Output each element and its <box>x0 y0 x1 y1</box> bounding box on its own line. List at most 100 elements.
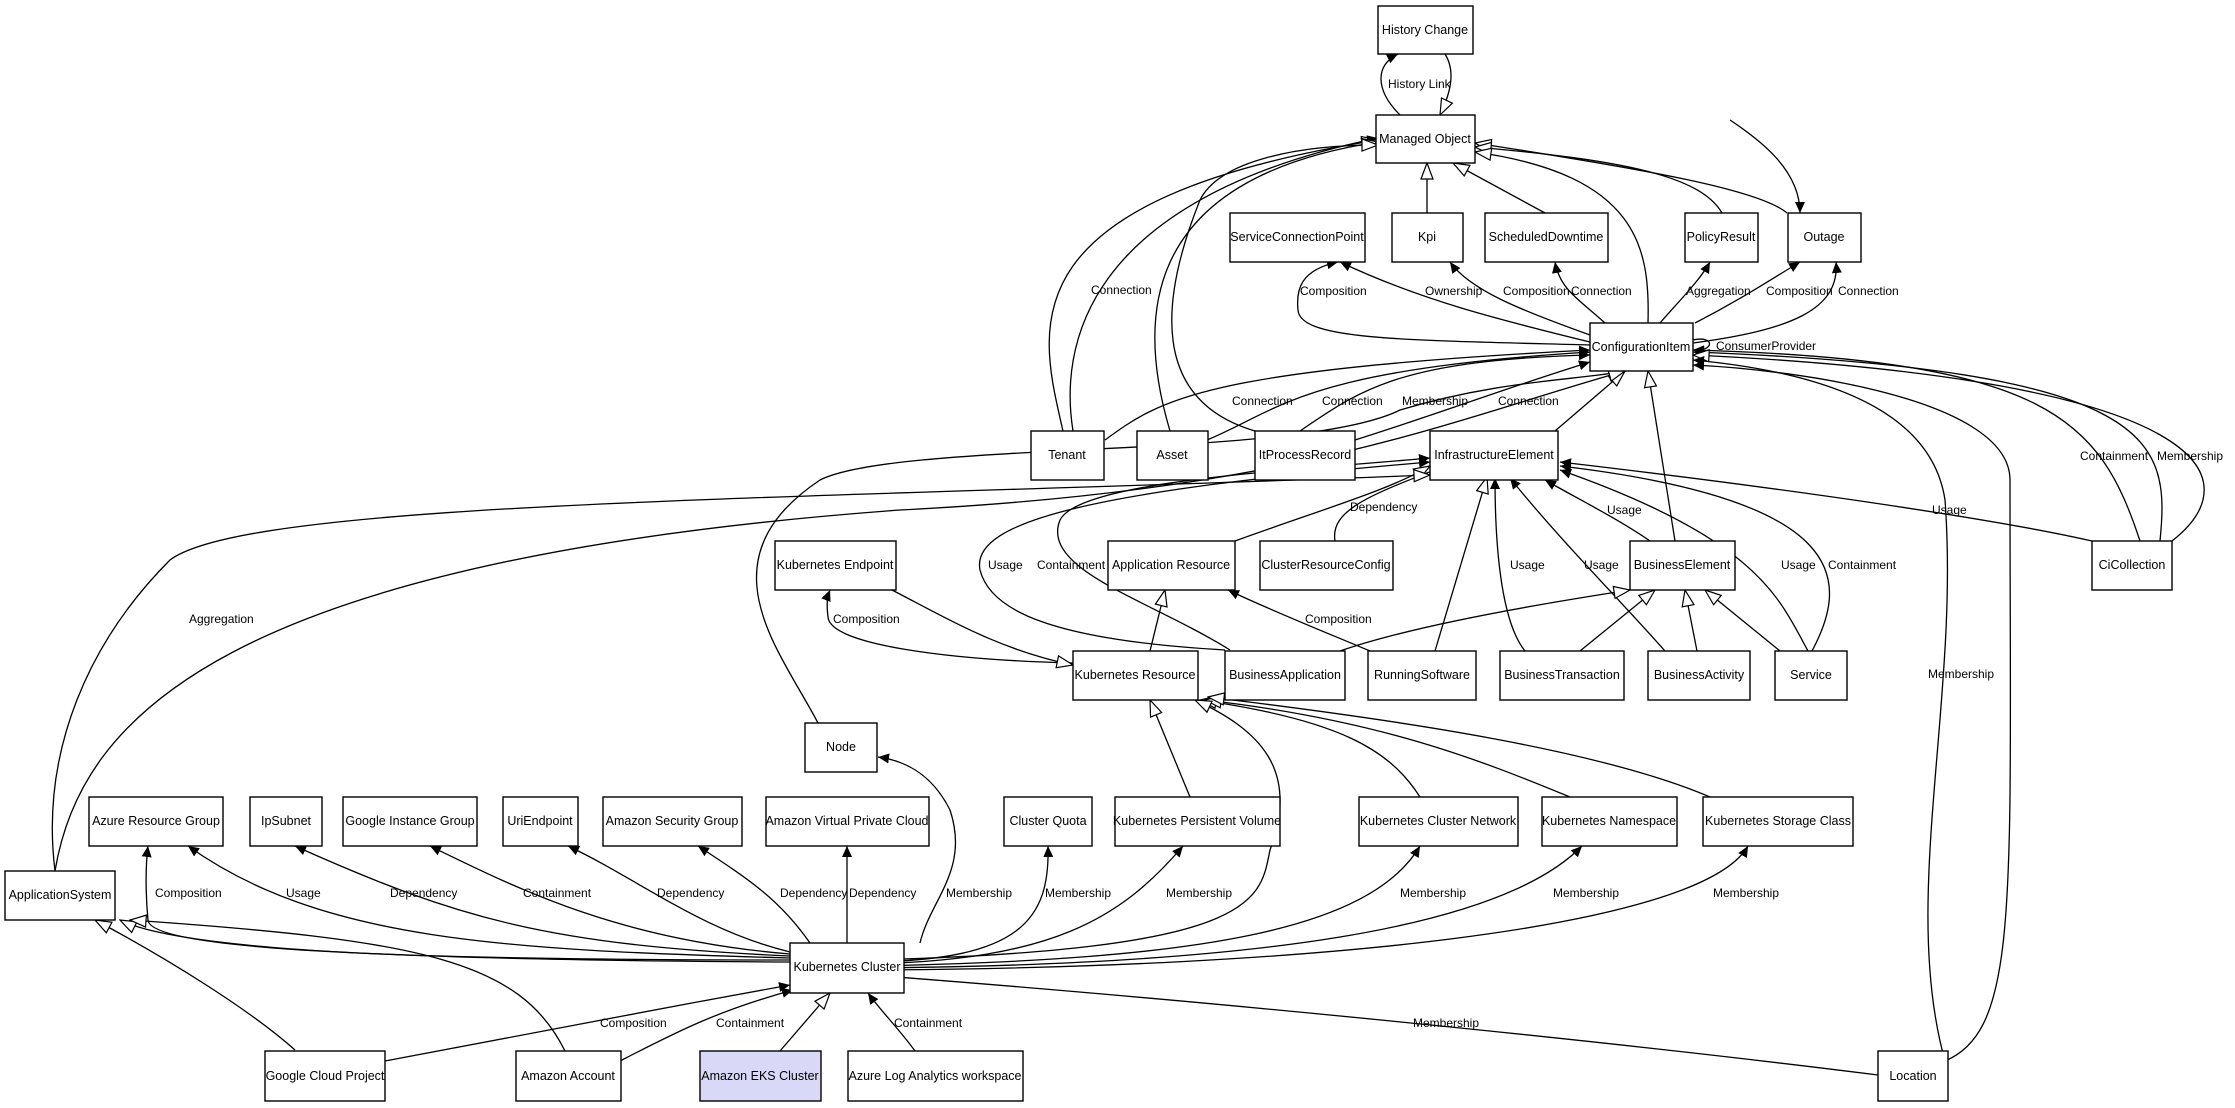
svg-text:BusinessApplication: BusinessApplication <box>1229 668 1341 682</box>
svg-text:BusinessElement: BusinessElement <box>1634 558 1731 572</box>
outage-node[interactable]: Outage <box>1787 212 1862 263</box>
kns-inherits-kr <box>1205 700 1571 798</box>
bact-usage-ie-label: Usage <box>1584 558 1619 572</box>
location-node[interactable]: Location <box>1877 1050 1949 1102</box>
ci-aggregation-pr-edge <box>1659 261 1711 324</box>
tenant-connection-ci-label: Connection <box>1232 394 1293 408</box>
svg-text:BusinessActivity: BusinessActivity <box>1654 668 1745 682</box>
gcp-inherits-as <box>95 920 296 1051</box>
scheduled-downtime-inherits-managed-object <box>1453 163 1546 214</box>
google-cloud-project-node[interactable]: Google Cloud Project <box>264 1050 386 1102</box>
kubernetes-cluster-node[interactable]: Kubernetes Cluster <box>789 942 905 994</box>
amazon-eks-cluster-node[interactable]: Amazon EKS Cluster <box>699 1050 822 1102</box>
ci-consumer-provider-label: ConsumerProvider <box>1716 339 1816 353</box>
svg-text:ConfigurationItem: ConfigurationItem <box>1592 340 1691 354</box>
svg-text:Kubernetes Endpoint: Kubernetes Endpoint <box>777 558 894 572</box>
svg-text:Kubernetes Storage Class: Kubernetes Storage Class <box>1705 814 1851 828</box>
loc-membership-kc-label: Membership <box>1413 1016 1479 1030</box>
crc-dependency-ie-label: Dependency <box>1350 500 1417 514</box>
svg-text:Amazon Security Group: Amazon Security Group <box>606 814 739 828</box>
svg-text:Google Cloud Project: Google Cloud Project <box>266 1069 385 1083</box>
kubernetes-resource-node[interactable]: Kubernetes Resource <box>1072 650 1199 701</box>
kc-membership-kcn-label: Membership <box>1400 886 1466 900</box>
cic-containment-ci-edge <box>1692 345 2141 542</box>
svg-text:History Change: History Change <box>1382 23 1468 37</box>
kc-usage-ips-label: Usage <box>286 886 321 900</box>
kubernetes-endpoint-node[interactable]: Kubernetes Endpoint <box>774 540 897 591</box>
kubernetes-namespace-node[interactable]: Kubernetes Namespace <box>1541 796 1678 847</box>
svg-text:Location: Location <box>1889 1069 1936 1083</box>
service-node[interactable]: Service <box>1774 650 1848 701</box>
managed-object-node[interactable]: Managed Object <box>1375 114 1476 164</box>
kcn-inherits-kr <box>1200 700 1421 798</box>
as-aggregation-label: Aggregation <box>189 612 254 626</box>
kc-membership-cq-label: Membership <box>1045 886 1111 900</box>
outage-to-managed-object <box>1729 119 1805 214</box>
cic-membership-ci-edge <box>1692 347 2163 542</box>
svg-text:Amazon EKS Cluster: Amazon EKS Cluster <box>701 1069 818 1083</box>
outage-inherits-managed-object <box>1475 143 1788 214</box>
azure-resource-group-node[interactable]: Azure Resource Group <box>88 796 224 847</box>
infrastructure-element-node[interactable]: InfrastructureElement <box>1429 430 1559 481</box>
business-element-node[interactable]: BusinessElement <box>1629 540 1736 591</box>
amazon-vpc-node[interactable]: Amazon Virtual Private Cloud <box>765 796 930 847</box>
location-membership-ci-label: Membership <box>1928 667 1994 681</box>
ip-subnet-node[interactable]: IpSubnet <box>249 796 323 847</box>
service-connection-point-node[interactable]: ServiceConnectionPoint <box>1229 212 1366 263</box>
ba-usage-ie-edge <box>978 457 1431 651</box>
kc-membership-kcn-edge <box>869 845 1421 967</box>
tenant-inherits-managed-object <box>1048 140 1378 432</box>
cic-inherits-ci <box>1693 355 2205 542</box>
ci-connection-sd-edge <box>1552 261 1606 324</box>
svg-text:Kpi: Kpi <box>1418 230 1436 244</box>
as-inherits-ie-aggregation <box>51 475 1430 872</box>
google-instance-group-node[interactable]: Google Instance Group <box>342 796 478 847</box>
cluster-quota-node[interactable]: Cluster Quota <box>1003 796 1093 847</box>
be-usage-ie-label: Usage <box>1607 503 1642 517</box>
ie-inherits-ci <box>1554 371 1625 432</box>
amazon-security-group-node[interactable]: Amazon Security Group <box>602 796 743 847</box>
amazon-account-node[interactable]: Amazon Account <box>515 1050 622 1102</box>
kc-membership-ksc-edge <box>869 845 1749 971</box>
svg-text:RunningSoftware: RunningSoftware <box>1374 668 1470 682</box>
ke-composition-kr-label: Composition <box>833 612 900 626</box>
application-resource-node[interactable]: Application Resource <box>1107 540 1236 591</box>
azure-log-analytics-workspace-node[interactable]: Azure Log Analytics workspace <box>847 1050 1024 1102</box>
svg-text:Google Instance Group: Google Instance Group <box>345 814 474 828</box>
as-inherits-kc-path <box>120 920 791 963</box>
ci-collection-node[interactable]: CiCollection <box>2091 540 2173 591</box>
cluster-resource-config-node[interactable]: ClusterResourceConfig <box>1259 540 1394 591</box>
cic-containment-ci-label: Containment <box>2080 449 2149 463</box>
kpi-node[interactable]: Kpi <box>1391 212 1464 263</box>
as-inherits-ci <box>54 371 1625 872</box>
asset-inherits-managed-object <box>1154 142 1378 432</box>
history-change-node[interactable]: History Change <box>1377 5 1474 55</box>
kubernetes-cluster-network-node[interactable]: Kubernetes Cluster Network <box>1358 796 1519 847</box>
alaw-containment-kc-label: Containment <box>894 1016 963 1030</box>
location-membership-ci-edge <box>1692 356 1949 1062</box>
kubernetes-storage-class-node[interactable]: Kubernetes Storage Class <box>1702 796 1854 847</box>
scheduled-downtime-node[interactable]: ScheduledDowntime <box>1484 212 1609 263</box>
svg-text:Managed Object: Managed Object <box>1379 132 1471 146</box>
kc-membership-ksc-label: Membership <box>1713 886 1779 900</box>
node-node[interactable]: Node <box>804 722 878 773</box>
ci-composition-kpi-edge <box>1449 261 1591 336</box>
it-process-record-node[interactable]: ItProcessRecord <box>1254 430 1356 481</box>
svg-text:Azure Resource Group: Azure Resource Group <box>92 814 220 828</box>
kubernetes-persistent-volume-node[interactable]: Kubernetes Persistent Volume <box>1113 796 1281 847</box>
configuration-item-node[interactable]: ConfigurationItem <box>1589 322 1694 372</box>
asset-node[interactable]: Asset <box>1136 430 1209 481</box>
ci-aggregation-pr-label: Aggregation <box>1686 284 1751 298</box>
svg-text:Kubernetes Cluster Network: Kubernetes Cluster Network <box>1360 814 1517 828</box>
business-activity-node[interactable]: BusinessActivity <box>1647 650 1751 701</box>
svg-text:Outage: Outage <box>1803 230 1844 244</box>
policy-result-node[interactable]: PolicyResult <box>1684 212 1759 263</box>
tenant-node[interactable]: Tenant <box>1030 430 1105 481</box>
business-application-node[interactable]: BusinessApplication <box>1224 650 1346 701</box>
uri-endpoint-node[interactable]: UriEndpoint <box>502 796 579 847</box>
business-transaction-node[interactable]: BusinessTransaction <box>1499 650 1625 701</box>
running-software-node[interactable]: RunningSoftware <box>1367 650 1477 701</box>
application-system-node[interactable]: ApplicationSystem <box>4 870 116 921</box>
ci-composition-scp-label: Composition <box>1300 284 1367 298</box>
policy-result-inherits-managed-object <box>1475 147 1723 214</box>
